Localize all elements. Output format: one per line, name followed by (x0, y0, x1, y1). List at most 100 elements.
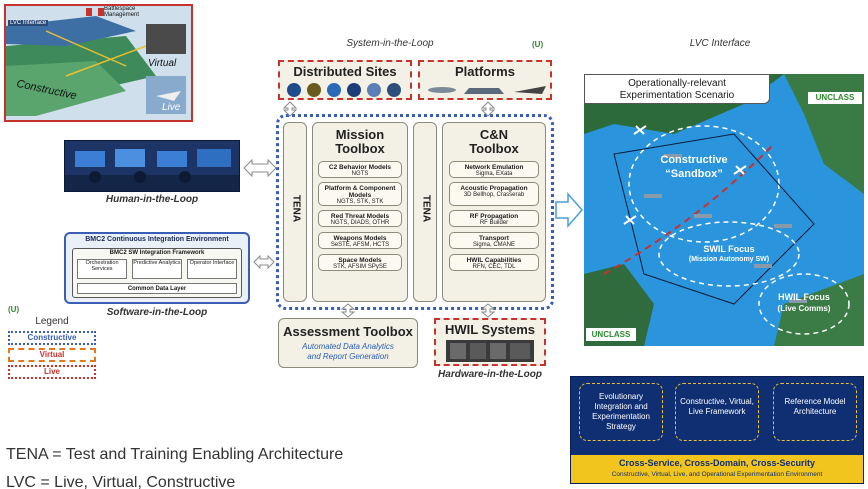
system-loop-marking: (U) (532, 40, 544, 49)
model-detail: 3D Bellhop, Crasserab (463, 192, 525, 198)
bmc2-item-label: Orchestration Services (85, 260, 119, 272)
strategy-item-label: Evolutionary Integration and Experimenta… (592, 392, 650, 431)
model-detail: NGTS (351, 171, 369, 177)
model-weapons: Weapons Models SeSTE, AFSM, HCTS (318, 232, 402, 249)
bmc2-framework-box: BMC2 SW Integration Framework Orchestrat… (72, 248, 242, 298)
arrow-system-assessment (340, 303, 356, 318)
hwil-focus-line2: (Live Comms) (777, 304, 831, 313)
model-c2-behavior: C2 Behavior Models NGTS (318, 161, 402, 178)
legend-item-label: Constructive (27, 333, 77, 342)
lvc-concept-image: LVC Interface Battlespace Management Vir… (4, 4, 193, 122)
cn-toolbox-title-line2: Toolbox (469, 141, 519, 156)
mission-toolbox-title-line2: Toolbox (335, 141, 385, 156)
bmc2-item-orchestration: Orchestration Services (77, 259, 127, 279)
model-rf-propagation: RF Propagation RF Builder (449, 210, 539, 227)
battlespace-label: Battlespace Management (104, 6, 140, 18)
strategy-footer: Cross-Service, Cross-Domain, Cross-Secur… (571, 455, 863, 483)
distributed-sites-title: Distributed Sites (293, 64, 397, 79)
arrow-system-lvc (555, 192, 583, 228)
operators-illustration (65, 141, 239, 191)
hardware-racks-illustration (446, 340, 534, 362)
arrow-human-system (243, 158, 277, 178)
strategy-item-framework: Constructive, Virtual, Live Framework (675, 383, 759, 441)
assessment-line2: and Report Generation (307, 352, 389, 361)
legend-item-constructive: Constructive (8, 331, 96, 345)
site-emblems (287, 83, 401, 97)
model-detail: SeSTE, AFSM, HCTS (330, 242, 390, 248)
platforms-box: Platforms (418, 60, 552, 100)
tena-definition: TENA = Test and Training Enabling Archit… (6, 446, 344, 463)
bmc2-data-layer: Common Data Layer (77, 283, 237, 294)
hardware-in-the-loop-caption: Hardware-in-the-Loop (438, 369, 542, 380)
model-detail: Sigma, CMANE (472, 242, 515, 248)
scenario-line1: Operationally-relevant (628, 78, 726, 89)
bmc2-framework-title: BMC2 SW Integration Framework (109, 250, 205, 256)
cn-toolbox: C&N Toolbox Network Emulation Sigma, EXa… (442, 122, 546, 302)
model-detail: NGTS, STK, STK (336, 199, 384, 205)
bmc2-item-label: Predictive Analytics (133, 260, 181, 266)
assessment-title: Assessment Toolbox (283, 324, 413, 339)
model-transport: Transport Sigma, CMANE (449, 232, 539, 249)
strategy-item-label: Constructive, Virtual, Live Framework (680, 397, 754, 416)
human-in-the-loop-photo (64, 140, 240, 192)
model-name: Transport (479, 235, 509, 242)
arrow-sites-system (282, 101, 298, 117)
unclass-bottom-badge: UNCLASS (586, 328, 636, 341)
scenario-banner: Operationally-relevant Experimentation S… (584, 74, 770, 104)
sandbox-line1: Constructive (660, 154, 728, 166)
system-in-the-loop-box (276, 114, 554, 310)
hwil-focus-line1: HWIL Focus (778, 292, 830, 302)
scenario-line2: Experimentation Scenario (619, 90, 735, 101)
model-acoustic-propagation: Acoustic Propagation 3D Bellhop, Crasser… (449, 182, 539, 206)
bmc2-item-operator: Operator Interface (187, 259, 237, 279)
model-red-threat: Red Threat Models NGTS, DIADS, OTHR (318, 210, 402, 227)
arrow-software-system (253, 254, 275, 270)
model-name: Red Threat Models (330, 213, 390, 220)
bmc2-item-label: Operator Interface (189, 260, 235, 266)
assessment-line1: Automated Data Analytics (302, 342, 394, 351)
mission-toolbox: Mission Toolbox C2 Behavior Models NGTS … (312, 122, 408, 302)
model-name: RF Propagation (469, 213, 519, 220)
bmc2-environment-box: BMC2 Continuous Integration Environment … (64, 232, 250, 304)
mission-toolbox-title-line1: Mission (335, 127, 385, 142)
model-network-emulation: Network Emulation Sigma, EXata (449, 161, 539, 178)
distributed-sites-box: Distributed Sites (278, 60, 412, 100)
strategy-footer-subtitle: Constructive, Virtual, Live, and Operati… (611, 471, 823, 478)
lvc-scenario-map: Operationally-relevant Experimentation S… (584, 74, 864, 346)
model-platform-component: Platform & Component Models NGTS, STK, S… (318, 182, 402, 206)
marking-legend: (U) (8, 305, 20, 314)
legend-item-live: Live (8, 365, 96, 379)
lvc-interface-label: LVC Interface (8, 20, 49, 26)
bmc2-title: BMC2 Continuous Integration Environment (85, 236, 229, 243)
platform-icons (428, 86, 546, 94)
tena-column-left: TENA (283, 122, 307, 302)
model-detail: RF Builder (479, 220, 509, 226)
software-in-the-loop-caption: Software-in-the-Loop (106, 307, 208, 318)
legend-item-virtual: Virtual (8, 348, 96, 362)
legend: Legend Constructive Virtual Live (8, 316, 96, 382)
sandbox-line2: “Sandbox” (665, 168, 723, 180)
tena-column-right: TENA (413, 122, 437, 302)
strategy-footer-title: Cross-Service, Cross-Domain, Cross-Secur… (618, 458, 816, 468)
strategy-item-label: Reference Model Architecture (784, 397, 846, 416)
model-detail: Sigma, EXata (475, 171, 513, 177)
legend-title: Legend (35, 316, 69, 327)
live-label: Live (162, 102, 181, 113)
model-detail: RFN, CEC, TDL (472, 264, 516, 270)
bmc2-item-predictive: Predictive Analytics (132, 259, 182, 279)
swil-focus-line2: (Mission Autonomy SW) (688, 256, 770, 263)
arrow-platforms-system (480, 101, 496, 117)
hwil-systems-title: HWIL Systems (444, 322, 536, 337)
model-name: Weapons Models (333, 235, 387, 242)
model-detail: NGTS, DIADS, OTHR (330, 220, 390, 226)
lvc-interface-title: LVC Interface (689, 38, 751, 49)
scenario-map-illustration (584, 74, 864, 346)
strategy-item-evolutionary: Evolutionary Integration and Experimenta… (579, 383, 663, 441)
unclass-top-badge: UNCLASS (808, 92, 862, 104)
model-name: HWIL Capabilities (466, 257, 522, 264)
cn-toolbox-title-line1: C&N (479, 127, 509, 142)
model-name: Space Models (338, 257, 382, 264)
system-in-the-loop-caption: System-in-the-Loop (346, 38, 434, 49)
model-name: C2 Behavior Models (328, 164, 392, 171)
